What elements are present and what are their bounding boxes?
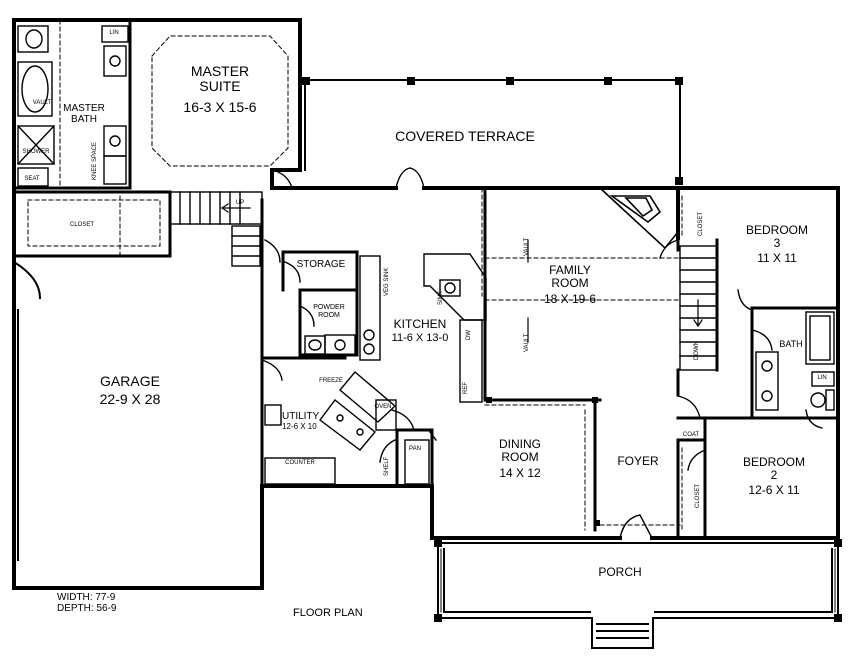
master-suite-name: MASTER SUITE [190, 63, 250, 95]
family-room-label: FAMILY ROOM 18 X 19-6 [520, 264, 620, 306]
storage-label: STORAGE [296, 259, 346, 270]
covered-terrace-outline [302, 77, 683, 185]
up-label: UP [235, 200, 245, 206]
bath-label: BATH [779, 339, 803, 349]
master-suite-label: MASTER SUITE 16-3 X 15-6 [160, 63, 280, 116]
utility-label: UTILITY 12-6 X 10 [282, 411, 342, 431]
oven-label: OVEN [374, 404, 392, 410]
plan-title: FLOOR PLAN [293, 607, 363, 619]
bedroom2-dims: 12-6 X 11 [748, 482, 800, 497]
lin-master-label: LIN [109, 30, 119, 36]
master-bath-label: MASTER BATH [63, 103, 105, 125]
bedroom3-label: BEDROOM 3 11 X 11 [722, 224, 832, 265]
bedroom2-label: BEDROOM 2 12-6 X 11 [716, 456, 832, 497]
master-suite-dims: 16-3 X 15-6 [183, 99, 257, 116]
down-label: DOWN [694, 341, 700, 360]
posts [486, 397, 600, 526]
bedroom3-name: BEDROOM 3 [745, 223, 808, 250]
vault-bath-label: VAULT [32, 100, 52, 106]
stair-arrows [221, 203, 703, 343]
porch-railing [440, 548, 836, 613]
interior-walls [12, 18, 840, 540]
door-swings [261, 167, 823, 539]
shower-label: SHOWER [22, 149, 50, 155]
veg-sink-label: VEG SINK [384, 267, 390, 296]
dashed-lines [27, 19, 683, 531]
master-bath-fixtures [17, 25, 129, 187]
garage-label: GARAGE 22-9 X 28 [60, 373, 200, 408]
kitchen-fixtures [264, 253, 487, 485]
kitchen-label: KITCHEN 11-6 X 13-0 [378, 318, 462, 345]
bedroom3-dims: 11 X 11 [757, 250, 797, 265]
utility-name: UTILITY [282, 411, 320, 422]
dining-room-label: DINING ROOM 14 X 12 [470, 438, 570, 480]
porch-label: PORCH [598, 565, 642, 579]
sink-label: SINK [438, 290, 444, 305]
exterior-walls [12, 18, 840, 590]
pan-label: PAN [409, 446, 421, 452]
vault-family-label-2: VAULT [524, 333, 530, 352]
family-room-name: FAMILY ROOM [549, 263, 591, 290]
garage-window [12, 260, 42, 561]
covered-terrace-label: COVERED TERRACE [395, 128, 535, 144]
fireplace [597, 187, 679, 250]
knee-space-label: KNEE SPACE [92, 142, 98, 180]
dining-room-dims: 14 X 12 [499, 465, 541, 480]
powder-room-label: POWDER ROOM [313, 304, 345, 319]
family-room-dims: 18 X 19-6 [543, 291, 597, 306]
plan-width: WIDTH: 77-9 [57, 592, 116, 603]
dining-room-name: DINING ROOM [499, 437, 541, 464]
seat-label: SEAT [24, 176, 40, 182]
garage-name: GARAGE [100, 373, 160, 389]
kitchen-name: KITCHEN [393, 317, 447, 331]
porch-outline [434, 539, 842, 649]
bedroom2-name: BEDROOM 2 [742, 455, 805, 482]
freeze-label: FREEZE [319, 378, 343, 384]
lin-bath-label: LIN [817, 375, 827, 381]
ref-label: REF [463, 382, 469, 394]
foyer-label: FOYER [617, 454, 659, 468]
kitchen-dims: 11-6 X 13-0 [391, 331, 449, 344]
garage-dims: 22-9 X 28 [99, 391, 161, 408]
vault-family-label-1: VAULT [524, 237, 530, 256]
utility-dims: 12-6 X 10 [282, 421, 317, 431]
bath-fixtures [755, 311, 835, 411]
shelf-label: SHELF [384, 456, 390, 476]
dw-label: DW [466, 330, 472, 340]
closet-master-label: CLOSET [69, 222, 94, 228]
closet-bed2-label: CLOSET [695, 483, 701, 508]
plan-depth: DEPTH: 56-9 [57, 603, 117, 614]
coat-label: COAT [682, 432, 700, 438]
counter-label: COUNTER [285, 460, 315, 466]
closet-bed3-label: CLOSET [698, 211, 704, 236]
